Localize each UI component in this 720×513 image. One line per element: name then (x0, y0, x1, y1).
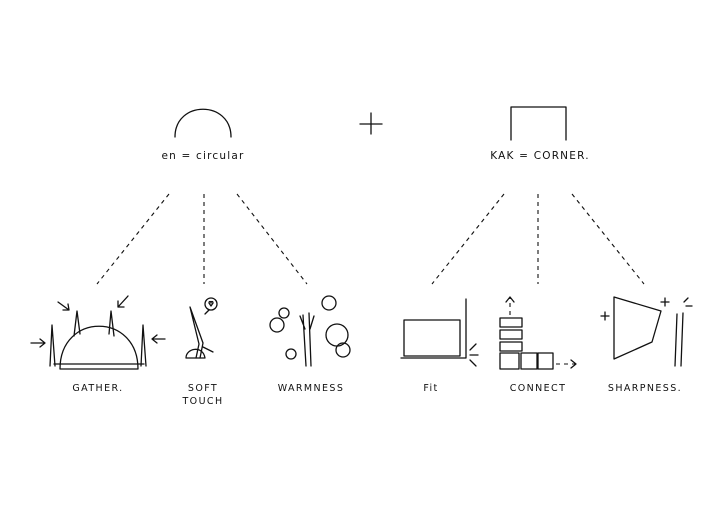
fit-label: Fit (423, 383, 439, 394)
connect-label: CONNECT (509, 383, 567, 394)
gather-icon (30, 295, 166, 370)
connect-icon (499, 296, 577, 370)
soft-touch-icon (185, 297, 218, 359)
sharpness-label: SHARPNESS. (607, 383, 683, 394)
connector-line (96, 193, 170, 285)
warmness-icon (269, 295, 351, 367)
connector-line (236, 193, 308, 285)
arch-shape-icon (174, 108, 232, 138)
soft-touch-label: SOFT TOUCH (182, 383, 224, 407)
plus-operator-icon (359, 112, 383, 135)
gather-label: GATHER. (72, 383, 124, 394)
sharpness-icon (600, 296, 693, 367)
corner-shape-icon (510, 106, 567, 141)
connector-line (571, 193, 645, 285)
fit-icon (400, 298, 479, 367)
warmness-label: WARMNESS (277, 383, 345, 394)
circular-concept-label: en = circular (161, 150, 245, 162)
connector-line (431, 193, 505, 285)
corner-concept-label: KAK = CORNER. (490, 150, 590, 162)
